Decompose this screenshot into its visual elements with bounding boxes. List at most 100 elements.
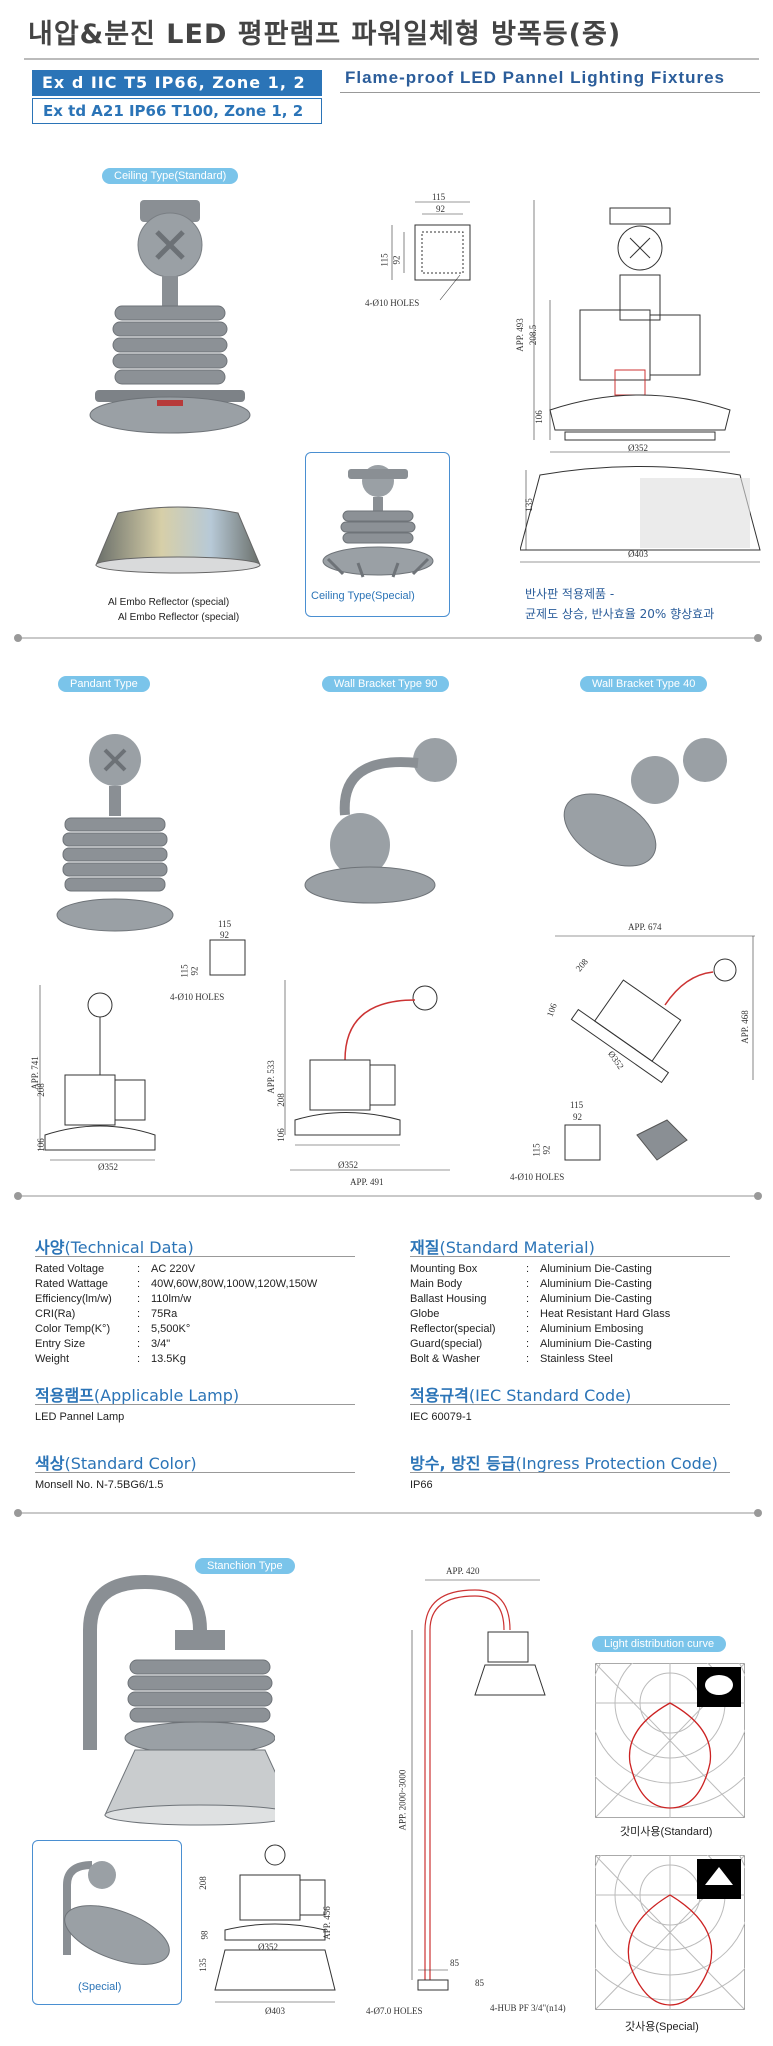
stanchion-special-panel: (Special) — [32, 1840, 182, 2005]
label-special: (Special) — [78, 1981, 122, 1993]
wall40-h-inner: 92 — [541, 1145, 552, 1155]
material-row: Bolt & Washer:Stainless Steel — [410, 1353, 613, 1365]
curve-special-caption: 갓사용(Special) — [625, 2021, 699, 2033]
label-ceiling-standard: Ceiling Type(Standard) — [102, 168, 239, 184]
side-lower: 106 — [533, 410, 544, 424]
label-ceiling-special: Ceiling Type(Special) — [311, 590, 415, 602]
english-title-rule — [340, 92, 760, 93]
material-list: Mounting Box:Aluminium Die-Casting Main … — [410, 1262, 750, 1367]
wall90-width: APP. 491 — [350, 1177, 384, 1187]
ip-heading: 방수, 방진 등급(Ingress Protection Code) — [410, 1454, 718, 1473]
wall40-bracket-image — [636, 1119, 688, 1161]
ceiling-side-view-drawing — [520, 200, 761, 563]
lamp-heading: 적용램프(Applicable Lamp) — [35, 1386, 240, 1405]
ip-rule — [410, 1472, 730, 1473]
color-heading: 색상(Standard Color) — [35, 1454, 197, 1473]
iec-heading: 적용규격(IEC Standard Code) — [410, 1386, 632, 1405]
side-upper: 208.5 — [528, 324, 539, 346]
pendant-w-inner: 92 — [220, 930, 229, 940]
section-divider-3 — [14, 1509, 762, 1517]
spec-row: Rated Wattage:40W,60W,80W,100W,120W,150W — [35, 1278, 318, 1290]
ceiling-special-panel: Ceiling Type(Special) — [305, 452, 450, 617]
wall40-w-inner: 92 — [573, 1112, 582, 1122]
spec-row: Efficiency(lm/w):110lm/w — [35, 1293, 192, 1305]
technical-rule — [35, 1256, 355, 1257]
wall40-width: APP. 674 — [628, 922, 662, 932]
color-value: Monsell No. N-7.5BG6/1.5 — [35, 1479, 164, 1491]
spec-row: Rated Voltage:AC 220V — [35, 1263, 196, 1275]
cert-badge-gas: Ex d IIC T5 IP66, Zone 1, 2 — [32, 70, 322, 96]
reflector-dia: Ø403 — [628, 549, 648, 559]
spec-row: Entry Size:3/4" — [35, 1338, 171, 1350]
material-row: Ballast Housing:Aluminium Die-Casting — [410, 1293, 652, 1305]
pendant-w-outer: 115 — [218, 919, 232, 929]
reflector-caption-1: Al Embo Reflector (special) — [108, 597, 230, 608]
wall40-mount-drawing — [564, 1124, 601, 1161]
pendant-h-outer: 115 — [179, 964, 190, 978]
stanchion-lamp-image — [83, 1574, 275, 1826]
lamp-rule — [35, 1404, 355, 1405]
ceiling-standard-lamp-image — [89, 200, 251, 434]
wall90-lamp-image — [304, 738, 457, 904]
mount-h-inner: 92 — [391, 255, 402, 265]
reflector-note-1: 반사판 적용제품 - — [525, 587, 615, 601]
reflector-image — [95, 506, 261, 574]
material-row: Mounting Box:Aluminium Die-Casting — [410, 1263, 652, 1275]
pole-reach: APP. 420 — [446, 1566, 480, 1576]
material-row: Reflector(special):Aluminium Embosing — [410, 1323, 644, 1335]
color-rule — [35, 1472, 355, 1473]
technical-heading: 사양(Technical Data) — [35, 1238, 194, 1257]
stanchion-dia2: Ø403 — [265, 2006, 285, 2016]
page-title: 내압&분진 LED 평판램프 파워일체형 방폭등(중) — [28, 19, 622, 50]
wall40-w-outer: 115 — [570, 1100, 584, 1110]
label-wall-40: Wall Bracket Type 40 — [580, 676, 708, 692]
iec-value: IEC 60079-1 — [410, 1411, 472, 1423]
ceiling-special-lamp-image — [322, 465, 434, 578]
mount-holes: 4-Ø10 HOLES — [365, 298, 420, 308]
section-divider-1 — [14, 634, 762, 642]
spec-row: Weight:13.5Kg — [35, 1353, 186, 1365]
label-wall-90: Wall Bracket Type 90 — [322, 676, 450, 692]
mount-h-outer: 115 — [379, 253, 390, 267]
stanchion-small-drawing — [214, 1844, 336, 2003]
curve-standard-caption: 갓미사용(Standard) — [620, 1826, 713, 1838]
pendant-lamp-image — [56, 734, 174, 932]
wall40-side-drawing — [555, 935, 755, 1084]
stanchion-dim-c: 135 — [197, 1958, 208, 1972]
spec-row: Color Temp(K°):5,500K° — [35, 1323, 191, 1335]
material-row: Globe:Heat Resistant Hard Glass — [410, 1308, 671, 1320]
mount-plate-drawing — [391, 201, 471, 301]
pole-base-1: 85 — [450, 1958, 459, 1968]
stanchion-dim-a: 208 — [197, 1876, 208, 1890]
reflector-height: 135 — [523, 498, 534, 512]
pendant-side-drawing — [39, 985, 156, 1161]
label-stanchion: Stanchion Type — [195, 1558, 295, 1574]
wall90-upper: 208 — [275, 1093, 286, 1107]
wall40-height: APP. 468 — [739, 1010, 750, 1044]
title-underline — [24, 58, 759, 60]
stanchion-dim-b: 98 — [199, 1930, 210, 1940]
pendant-upper: 208 — [35, 1083, 46, 1097]
label-light-curve: Light distribution curve — [592, 1636, 727, 1652]
stanchion-special-image — [63, 1861, 170, 1965]
material-heading: 재질(Standard Material) — [410, 1238, 595, 1257]
pole-drawing — [411, 1579, 546, 1991]
pendant-lower: 106 — [35, 1138, 46, 1152]
wall40-holes: 4-Ø10 HOLES — [510, 1172, 565, 1182]
wall40-lamp-image — [563, 738, 727, 867]
english-title: Flame-proof LED Pannel Lighting Fixtures — [345, 68, 726, 87]
technical-list: Rated Voltage:AC 220V Rated Wattage:40W,… — [35, 1262, 365, 1367]
pendant-mount-drawing — [209, 939, 246, 976]
material-row: Main Body:Aluminium Die-Casting — [410, 1278, 652, 1290]
spec-row: CRI(Ra):75Ra — [35, 1308, 178, 1320]
cert-badge-dust: Ex td A21 IP66 T100, Zone 1, 2 — [32, 98, 322, 124]
pole-hub: 4-HUB PF 3/4"(n14) — [490, 2003, 566, 2013]
wall90-lower: 106 — [275, 1128, 286, 1142]
light-curve-special — [595, 1855, 745, 2010]
pendant-h-inner: 92 — [189, 966, 200, 976]
stanchion-dia1: Ø352 — [258, 1942, 278, 1952]
iec-rule — [410, 1404, 730, 1405]
material-rule — [410, 1256, 730, 1257]
wall90-dia: Ø352 — [338, 1160, 358, 1170]
lamp-value: LED Pannel Lamp — [35, 1411, 125, 1423]
